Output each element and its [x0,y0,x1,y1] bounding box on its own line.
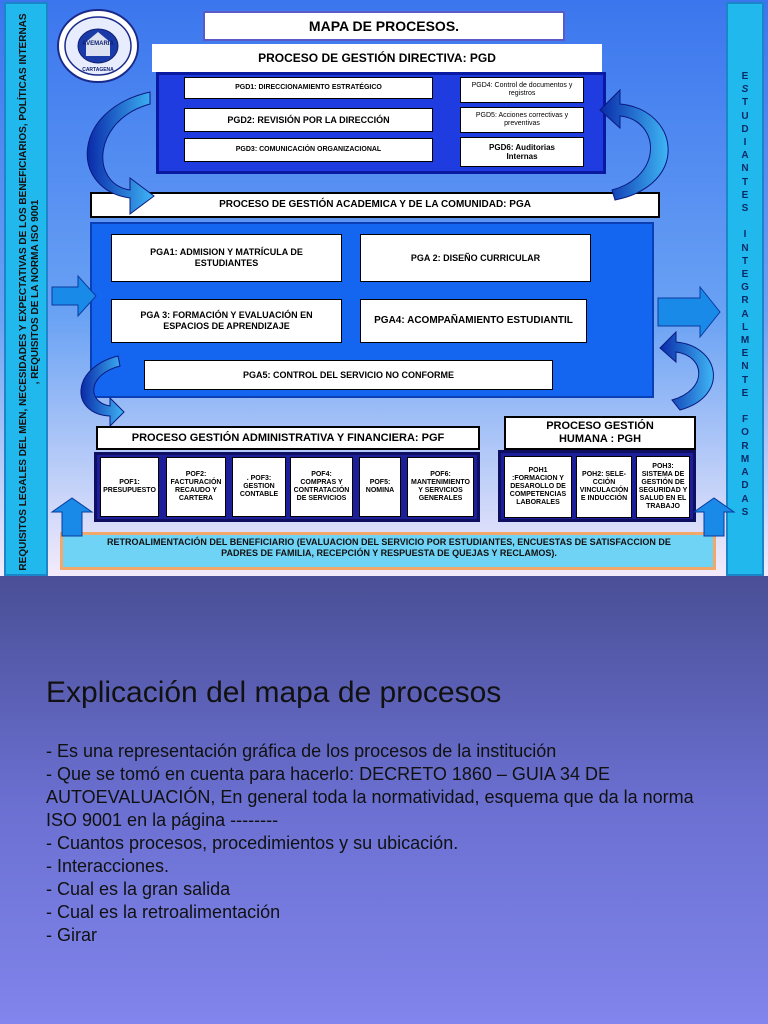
right-letter: F [741,414,749,426]
pga-title: PROCESO DE GESTIÓN ACADEMICA Y DE LA COM… [90,192,660,218]
feedback-up-arrow-left [50,497,94,537]
right-letter: O [741,427,749,439]
right-letter: S [741,506,749,518]
right-letter: G [741,282,749,294]
right-letter: A [741,308,749,320]
right-letter: E [741,189,749,201]
pgf-item-4: POF4: COMPRAS Y CONTRATACIÓN DE SERVICIO… [290,457,353,517]
right-letter: U [741,110,749,122]
flow-arrows [50,88,736,537]
feedback-text: RETROALIMENTACIÓN DEL BENEFICIARIO (EVAL… [107,537,671,558]
feedback-bar [60,532,716,570]
pga-item-1: PGA1: ADMISION Y MATRÍCULA DE ESTUDIANTE… [111,234,342,282]
pgf-item-6: POF6: MANTENIMIENTO Y SERVICIOS GENERALE… [407,457,474,517]
right-letter: N [741,163,749,175]
explanation-section [0,576,768,1024]
pgd-item-4: PGD4: Control de documentos y registros [460,77,584,103]
right-letter: T [741,176,749,188]
curved-arrow-pgh [659,330,714,411]
explanation-bullet: - Interacciones. [46,856,170,876]
right-letter: E [741,348,749,360]
right-letter: D [741,123,749,135]
pgf-item-5: POF5: NOMINA [359,457,401,517]
curved-arrow-pgf [80,355,125,428]
right-letter: M [740,453,750,465]
pgd-item-2: PGD2: REVISIÓN POR LA DIRECCIÓN [184,108,433,132]
right-letter: A [741,467,749,479]
right-letter: T [741,374,749,386]
right-letter: S [741,84,749,96]
input-arrow [51,274,97,318]
map-title: MAPA DE PROCESOS. [203,11,565,41]
pgf-item-3: . POF3: GESTION CONTABLE [232,457,286,517]
pgf-item-2: POF2: FACTURACIÓN RECAUDO Y CARTERA [166,457,226,517]
pgh-title: PROCESO GESTIÓN HUMANA : PGH [504,416,696,450]
logo-bottom-text: CARTAGENA [82,67,114,73]
right-letter: T [741,255,749,267]
right-letter: S [741,203,749,215]
curved-arrow-left [86,91,155,215]
explanation-bullet: - Cual es la gran salida [46,879,231,899]
school-logo: AVEMARIA CARTAGENA [57,9,139,83]
right-letter: E [741,71,749,82]
pga-item-4: PGA4: ACOMPAÑAMIENTO ESTUDIANTIL [360,299,587,343]
pga-item-3: PGA 3: FORMACIÓN Y EVALUACIÓN EN ESPACIO… [111,299,342,343]
pgh-item-3: POH3: SISTEMA DE GESTIÓN DE SEGURIDAD Y … [636,456,690,518]
explanation-heading: Explicación del mapa de procesos [46,676,502,709]
right-letter: E [741,269,749,281]
right-letter: T [741,97,749,109]
logo-center-text: AVEMARIA [82,41,114,47]
pgd-item-5: PGD5: Acciones correctivas y preventivas [460,107,584,133]
right-letter: I [743,137,747,149]
pgd-item-1: PGD1: DIRECCIONAMIENTO ESTRATÉGICO [184,77,433,99]
pga-item-2: PGA 2: DISEÑO CURRICULAR [360,234,591,282]
right-letter: D [741,480,749,492]
right-letter: M [740,335,750,347]
process-map-diagram: REQUISITOS LEGALES DEL MEN, NECESIDADES … [0,0,768,576]
right-letter: N [741,361,749,373]
right-letter: R [741,295,749,307]
pgd-title: PROCESO DE GESTIÓN DIRECTIVA: PGD [152,44,602,72]
explanation-bullet: - Es una representación gráfica de los p… [46,741,557,761]
pga-item-5: PGA5: CONTROL DEL SERVICIO NO CONFORME [144,360,553,390]
output-arrow [657,285,721,339]
right-letter: E [741,387,749,399]
right-letter: L [741,321,749,333]
right-letter: N [741,242,749,254]
explanation-bullet: - Cuantos procesos, procedimientos y su … [46,833,459,853]
right-letter: I [743,229,747,241]
pgf-title: PROCESO GESTIÓN ADMINISTRATIVA Y FINANCI… [96,426,480,450]
pgh-item-1: POH1 :FORMACION Y DESAROLLO DE COMPETENC… [504,456,572,518]
pgf-item-1: POF1: PRESUPUESTO [100,457,159,517]
explanation-bullet: - Que se tomó en cuenta para hacerlo: DE… [46,764,694,830]
pgd-item-3: PGD3: COMUNICACIÓN ORGANIZACIONAL [184,138,433,162]
right-letter: A [741,150,749,162]
right-letter: A [741,493,749,505]
left-requirements-bar: REQUISITOS LEGALES DEL MEN, NECESIDADES … [4,2,48,576]
right-students-bar [726,2,764,576]
curved-arrow-right [599,88,669,201]
pgd-item-6: PGD6: Auditorias Internas [460,137,584,167]
pgh-item-2: POH2: SELE-CCIÓN VINCULACIÓN E INDUCCIÓN [576,456,632,518]
right-letter: R [741,440,749,452]
feedback-up-arrow-right [692,497,736,537]
explanation-bullet: - Cual es la retroalimentación [46,902,281,922]
explanation-bullet: - Girar [46,925,97,945]
explanation-list: - Es una representación gráfica de los p… [46,740,726,947]
